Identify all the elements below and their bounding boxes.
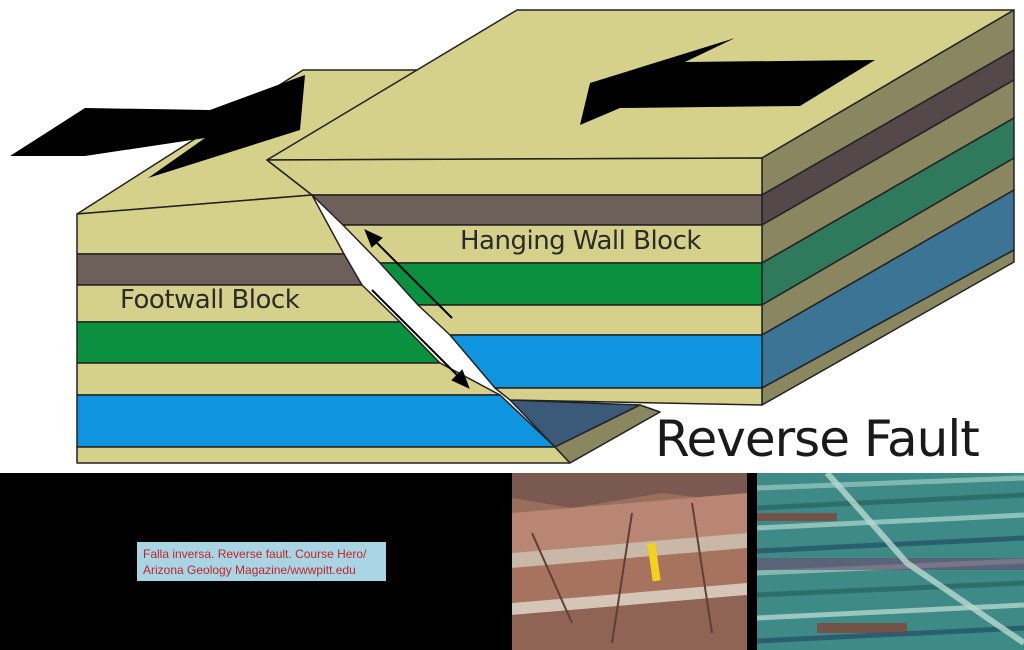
footwall-layer-tan-3 xyxy=(76,362,501,396)
caption-line-2: Arizona Geology Magazine/wwwpitt.edu xyxy=(143,563,356,577)
footwall-layer-brown xyxy=(76,253,363,286)
reverse-fault-diagram xyxy=(10,9,1015,464)
footwall-layer-tan-4 xyxy=(76,446,571,464)
footwall-layer-green xyxy=(76,321,441,364)
caption-line-1: Falla inversa. Reverse fault. Course Her… xyxy=(143,547,367,561)
diagram-title: Reverse Fault xyxy=(655,410,980,468)
hanging-layer-tan-4 xyxy=(494,387,763,406)
footwall-push-arrow-icon xyxy=(10,75,305,178)
footwall-slip-arrow-line xyxy=(371,289,463,381)
footwall-layer-blue xyxy=(76,394,556,448)
footwall-base-side xyxy=(554,404,661,464)
rock-outcrop-photo xyxy=(512,473,747,650)
hanging-slip-arrow-line xyxy=(371,237,453,319)
hanging-layer-green xyxy=(379,262,763,306)
hanging-layer-tan-3 xyxy=(417,304,763,336)
footwall-label: Footwall Block xyxy=(120,285,300,315)
hanging-slip-arrowhead-icon xyxy=(364,229,383,248)
hanging-layer-blue xyxy=(449,334,763,389)
slip-arrows xyxy=(364,229,470,389)
source-caption: Falla inversa. Reverse fault. Course Her… xyxy=(137,542,386,581)
hanging-wall-push-arrow-icon xyxy=(580,38,875,125)
hanging-wall-label: Hanging Wall Block xyxy=(460,226,701,256)
hanging-layer-brown xyxy=(311,194,763,226)
footwall-slip-arrowhead-icon xyxy=(451,369,470,389)
hanging-layer-tan-1 xyxy=(266,157,763,196)
layered-rock-closeup-photo xyxy=(757,473,1024,650)
